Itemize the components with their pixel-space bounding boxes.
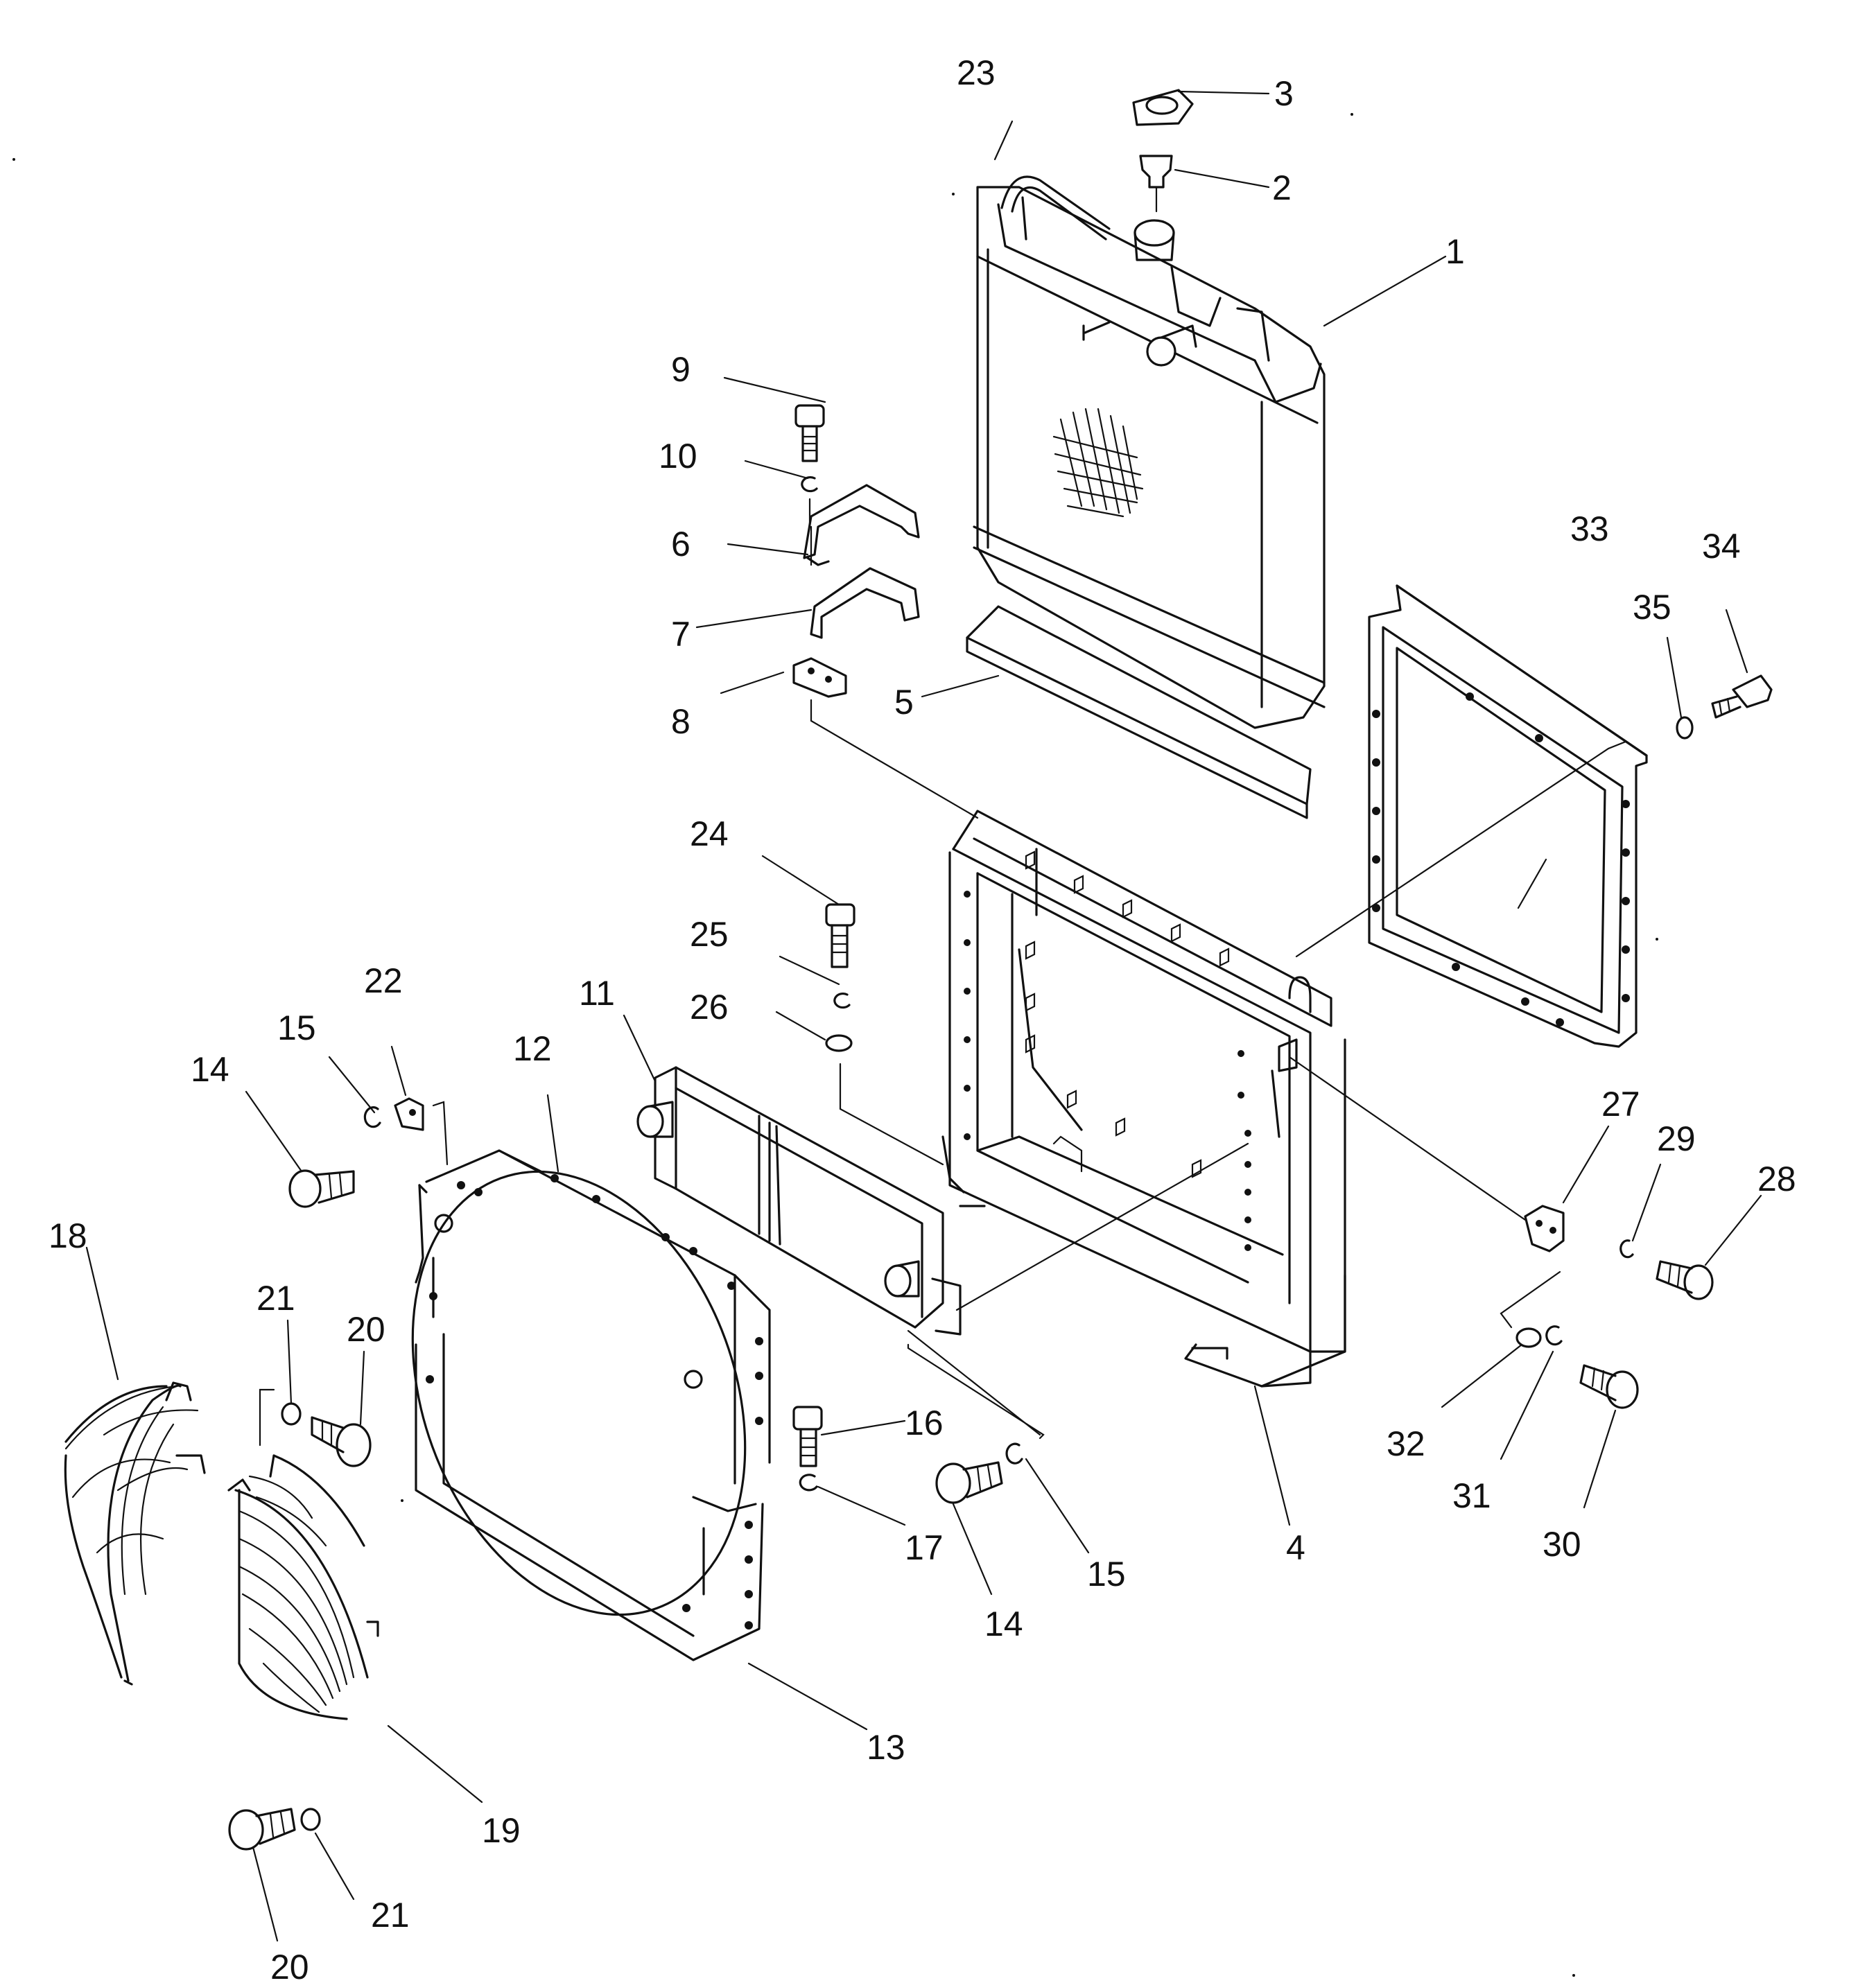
label-part-34: 34: [1702, 527, 1741, 566]
label-part-16: 16: [905, 1404, 944, 1442]
label-part-21a: 21: [257, 1279, 295, 1318]
label-part-25: 25: [690, 915, 729, 954]
label-part-17: 17: [905, 1528, 944, 1567]
label-part-26: 26: [690, 988, 729, 1027]
leader-15-lower: [907, 1343, 1045, 1440]
label-part-35: 35: [1633, 588, 1671, 627]
washer-29: [1619, 1239, 1634, 1259]
fan-shroud: [411, 1149, 771, 1661]
fan-guard-left: [64, 1381, 206, 1686]
bracket-27: [1524, 1205, 1565, 1252]
bolt-34: [1711, 674, 1773, 719]
label-part-6: 6: [671, 525, 691, 564]
label-part-30: 30: [1543, 1525, 1581, 1564]
label-part-21b: 21: [371, 1896, 410, 1934]
washer-31: [1545, 1325, 1563, 1346]
label-part-12: 12: [513, 1029, 552, 1068]
seal-plate: [966, 605, 1312, 819]
part-labels: 1 2 3 4 5 6 7 8 9 10 11 12 13 14 14 15 1…: [49, 53, 1796, 1983]
cap-valve: [1139, 155, 1173, 213]
washer-25: [833, 992, 851, 1009]
cover-upper: [803, 484, 920, 566]
bolt-20-upper: [311, 1416, 372, 1467]
washer-17: [799, 1474, 818, 1492]
label-part-8: 8: [671, 702, 691, 741]
cover-lower: [810, 567, 920, 639]
oil-cooler: [636, 1066, 962, 1336]
label-part-27: 27: [1601, 1085, 1640, 1124]
bolt-24: [825, 903, 856, 968]
scan-specks: [12, 113, 1658, 1977]
label-part-10: 10: [659, 437, 697, 475]
frame-seal: [1368, 584, 1648, 1048]
bracket-plate: [792, 657, 847, 698]
radiator-cap: [1132, 89, 1194, 126]
label-part-13: 13: [867, 1728, 905, 1767]
washer-10: [801, 475, 818, 493]
label-part-33: 33: [1570, 509, 1609, 548]
label-part-32: 32: [1387, 1424, 1425, 1463]
label-part-3: 3: [1274, 74, 1294, 113]
label-part-14b: 14: [984, 1605, 1023, 1643]
label-part-4: 4: [1286, 1528, 1305, 1567]
washer-35: [1676, 716, 1694, 740]
assembly-guides: [810, 525, 1627, 1436]
label-part-5: 5: [894, 683, 914, 722]
label-part-20b: 20: [270, 1948, 309, 1983]
leader-26: [839, 1063, 944, 1166]
radiator-core: [973, 175, 1326, 729]
washer-15-lower: [1005, 1442, 1023, 1465]
bolt-28: [1656, 1260, 1714, 1300]
label-part-15b: 15: [1087, 1555, 1126, 1593]
bolt-20-lower: [228, 1808, 296, 1851]
label-part-28: 28: [1757, 1160, 1796, 1198]
clip-22: [394, 1097, 424, 1131]
label-part-2: 2: [1272, 168, 1292, 207]
bolt-30: [1579, 1364, 1639, 1409]
bolt-14-lower: [935, 1461, 1003, 1504]
label-part-18: 18: [49, 1216, 87, 1255]
label-part-19: 19: [482, 1811, 521, 1850]
fan-guard-right: [227, 1454, 379, 1720]
bolt-14-left: [288, 1169, 355, 1208]
label-part-15a: 15: [277, 1008, 316, 1047]
label-part-11: 11: [579, 974, 615, 1013]
label-part-29: 29: [1657, 1119, 1696, 1158]
label-part-14a: 14: [191, 1050, 229, 1089]
leader-22: [432, 1101, 449, 1166]
label-part-9: 9: [671, 350, 691, 389]
radiator-frame: [941, 810, 1346, 1388]
bolt-9: [794, 404, 825, 462]
washer-32: [1515, 1327, 1542, 1348]
label-part-20a: 20: [347, 1310, 385, 1349]
label-part-24: 24: [690, 814, 729, 853]
label-part-7: 7: [671, 615, 691, 654]
washer-26: [825, 1034, 853, 1052]
leader-21-upper: [259, 1388, 275, 1447]
washer-21-lower: [300, 1808, 321, 1831]
label-part-22: 22: [364, 961, 403, 1000]
label-part-1: 1: [1445, 232, 1465, 271]
washer-15-left: [363, 1106, 381, 1128]
bolt-16: [792, 1406, 823, 1467]
washer-21-upper: [281, 1402, 302, 1426]
label-part-31: 31: [1452, 1476, 1491, 1515]
callout-leaders: [85, 90, 1762, 1942]
label-part-23: 23: [957, 53, 996, 92]
